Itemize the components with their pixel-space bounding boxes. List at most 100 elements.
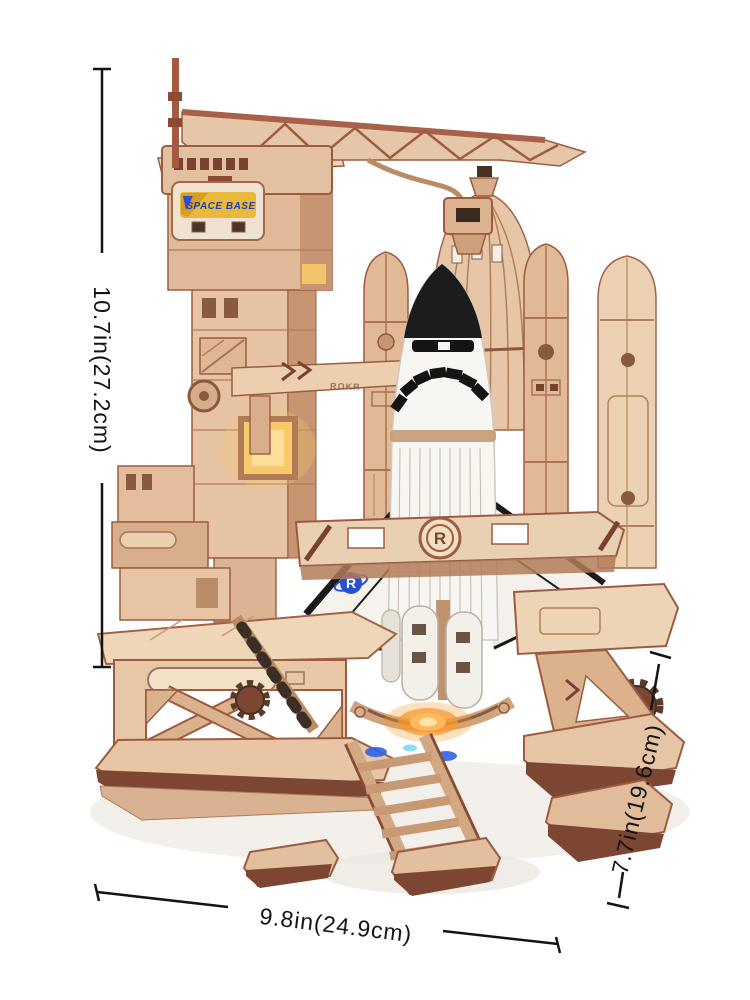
depth-dimension-part (649, 650, 672, 660)
engine-nozzles-part (412, 624, 426, 635)
crane-cable (366, 157, 465, 202)
beam-hub-part (426, 524, 454, 552)
base-left-structure-part (196, 578, 218, 608)
ladder-rungs-part (365, 773, 442, 795)
sign-logo-triangle (183, 196, 193, 210)
engine-glow-part (419, 717, 437, 727)
launch-tower-part (202, 298, 216, 318)
width-dimension-part (442, 929, 559, 946)
chevron-icon (565, 678, 581, 702)
depth-dimension (606, 650, 672, 910)
antenna-part (172, 58, 179, 168)
launch-tower-part (199, 391, 209, 401)
space-shuttle-orbiter-part (438, 342, 450, 350)
chain-track-left-part (276, 681, 292, 699)
crane-cab-vents-part (213, 158, 222, 170)
chain-track-left-part (256, 651, 272, 669)
base-left-structure-part (119, 531, 177, 549)
launch-pad-part (498, 702, 510, 714)
nose-cone (404, 264, 482, 338)
engine-glow (384, 702, 472, 742)
base-right-structure (512, 582, 686, 862)
launch-pad (349, 696, 515, 761)
antenna-part (168, 92, 182, 101)
chain-track-left-part (235, 685, 265, 715)
hatch-panel-part (201, 339, 225, 357)
track-foot-left-part (246, 864, 332, 888)
crane-cab-vents-part (200, 158, 209, 170)
booster-far-right (597, 255, 657, 569)
depth-dimension-part (649, 663, 661, 711)
platform-beam: R (294, 510, 626, 580)
engine-nozzles-part (412, 652, 426, 663)
base-left-structure-part (285, 671, 305, 685)
cockpit-windows-part (429, 366, 447, 380)
base-right-structure-part (548, 824, 664, 862)
platform-beam-part (597, 520, 621, 552)
rocket-fairing-part (477, 166, 492, 177)
antenna (168, 58, 182, 168)
crane-cab-vents-part (239, 158, 248, 170)
engine-nozzles-part (381, 609, 401, 683)
cockpit-windows-part (470, 382, 490, 402)
crane-hook-part (450, 233, 488, 255)
booster-right-part (531, 379, 561, 396)
booster-right-part (536, 384, 544, 391)
cockpit-windows-part (390, 393, 408, 413)
chain-track-left-part (296, 711, 312, 729)
chain-track-left (230, 614, 319, 734)
truss-cutout-part (163, 687, 279, 751)
dimension-annotations (93, 67, 672, 954)
cockpit-windows-part (399, 379, 419, 397)
track-foot-main (390, 836, 502, 896)
crane-part (181, 109, 546, 143)
cockpit-windows-part (445, 367, 463, 381)
gantry-logo-text: ROKR (330, 381, 361, 392)
depth-dimension-part (617, 871, 625, 899)
width-dimension-part (554, 936, 562, 954)
cockpit-windows-part (458, 372, 478, 390)
booster-far-right-part (621, 491, 635, 505)
launch-tower (187, 287, 317, 623)
engine-nozzles (381, 600, 483, 709)
booster-far-right-part (621, 353, 635, 367)
crane-lattice (249, 122, 559, 162)
booster-left-part (377, 333, 395, 351)
launch-tower-part (224, 298, 238, 318)
booster-right-part (550, 384, 558, 391)
booster-far-right-part (607, 395, 649, 507)
track-foot-left (242, 838, 340, 888)
waist-collar (390, 430, 496, 442)
crane (161, 109, 587, 255)
platform-beam-part (303, 524, 333, 562)
cockpit-windows-part (412, 370, 432, 386)
engine-nozzles-part (445, 611, 483, 709)
ladder-track (242, 733, 502, 896)
cockpit-windows (390, 366, 490, 413)
crane-hook (443, 197, 493, 255)
chain-track-left-part (230, 680, 270, 720)
track-foot-main-part (394, 866, 496, 896)
ladder-rungs-part (381, 817, 460, 839)
pad-light-blue (365, 747, 387, 757)
platform-beam-part (347, 527, 385, 549)
crane-cab-vents-part (187, 158, 196, 170)
wing-logo-letter: R (346, 575, 356, 591)
chain-track-left-part (266, 666, 282, 684)
sign-text: SPACE BASE (186, 201, 255, 212)
platform-beam-part (491, 523, 529, 545)
height-dimension-label: 10.7in(27.2cm) (89, 286, 115, 453)
rocket-fairing-part (468, 177, 500, 197)
booster-right-part (538, 344, 554, 360)
space-base-sign: SPACE BASE (171, 176, 265, 241)
base-right-structure-part (512, 582, 680, 656)
ladder-rungs-part (373, 795, 451, 817)
base-left-structure-part (149, 619, 183, 641)
space-base-sign-part (191, 221, 206, 233)
platform-beam-part (300, 556, 616, 580)
cabin-lit-window (302, 264, 326, 284)
hatch-panel-part (201, 339, 245, 373)
chain-track-left-part (246, 636, 262, 654)
